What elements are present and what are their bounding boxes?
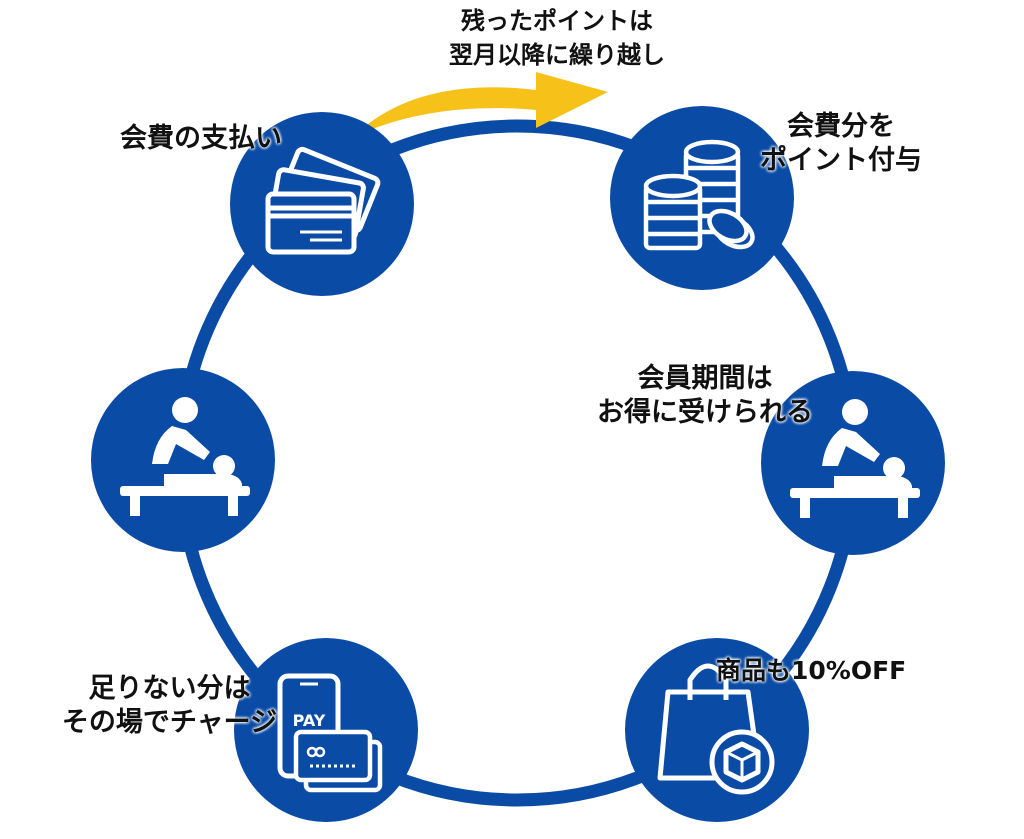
label-carry-over-line-2: 翌月以降に繰り越し	[449, 41, 665, 69]
phone-pay-cards-icon: PAY	[277, 673, 383, 793]
label-fee-payment: 会費の支払い	[120, 122, 282, 156]
label-points: 会費分を ポイント付与	[736, 110, 946, 178]
label-goods-line: 商品も10%OFF	[716, 656, 907, 685]
label-charge: 足りない分は その場でチャージ	[42, 672, 297, 740]
label-fee-payment-line: 会費の支払い	[120, 123, 282, 154]
node-fee-payment	[230, 112, 414, 296]
coin-stacks-icon	[643, 139, 755, 251]
label-member-line-1: 会員期間は	[637, 363, 773, 394]
shopping-bag-box-icon	[657, 663, 775, 795]
node-points	[610, 106, 794, 290]
massage-icon	[790, 399, 920, 518]
carry-over-arrow	[352, 72, 608, 138]
node-goods	[625, 638, 809, 822]
label-points-line-1: 会費分を	[787, 111, 895, 142]
label-goods-discount: 商品も10%OFF	[716, 654, 906, 688]
node-charge: PAY	[234, 638, 418, 822]
label-carry-over: 残ったポイントは 翌月以降に繰り越し	[412, 4, 702, 72]
label-member-line-2: お得に受けられる	[597, 397, 813, 428]
label-charge-line-1: 足りない分は	[88, 673, 251, 704]
label-carry-over-line-1: 残ったポイントは	[461, 7, 653, 35]
label-member-benefit: 会員期間は お得に受けられる	[575, 362, 835, 430]
node-member	[761, 371, 945, 555]
label-charge-line-2: その場でチャージ	[61, 707, 278, 738]
massage-icon	[120, 397, 250, 516]
node-left	[91, 368, 275, 552]
credit-cards-icon	[265, 146, 381, 255]
pay-text: PAY	[293, 711, 326, 730]
label-points-line-2: ポイント付与	[760, 145, 922, 176]
